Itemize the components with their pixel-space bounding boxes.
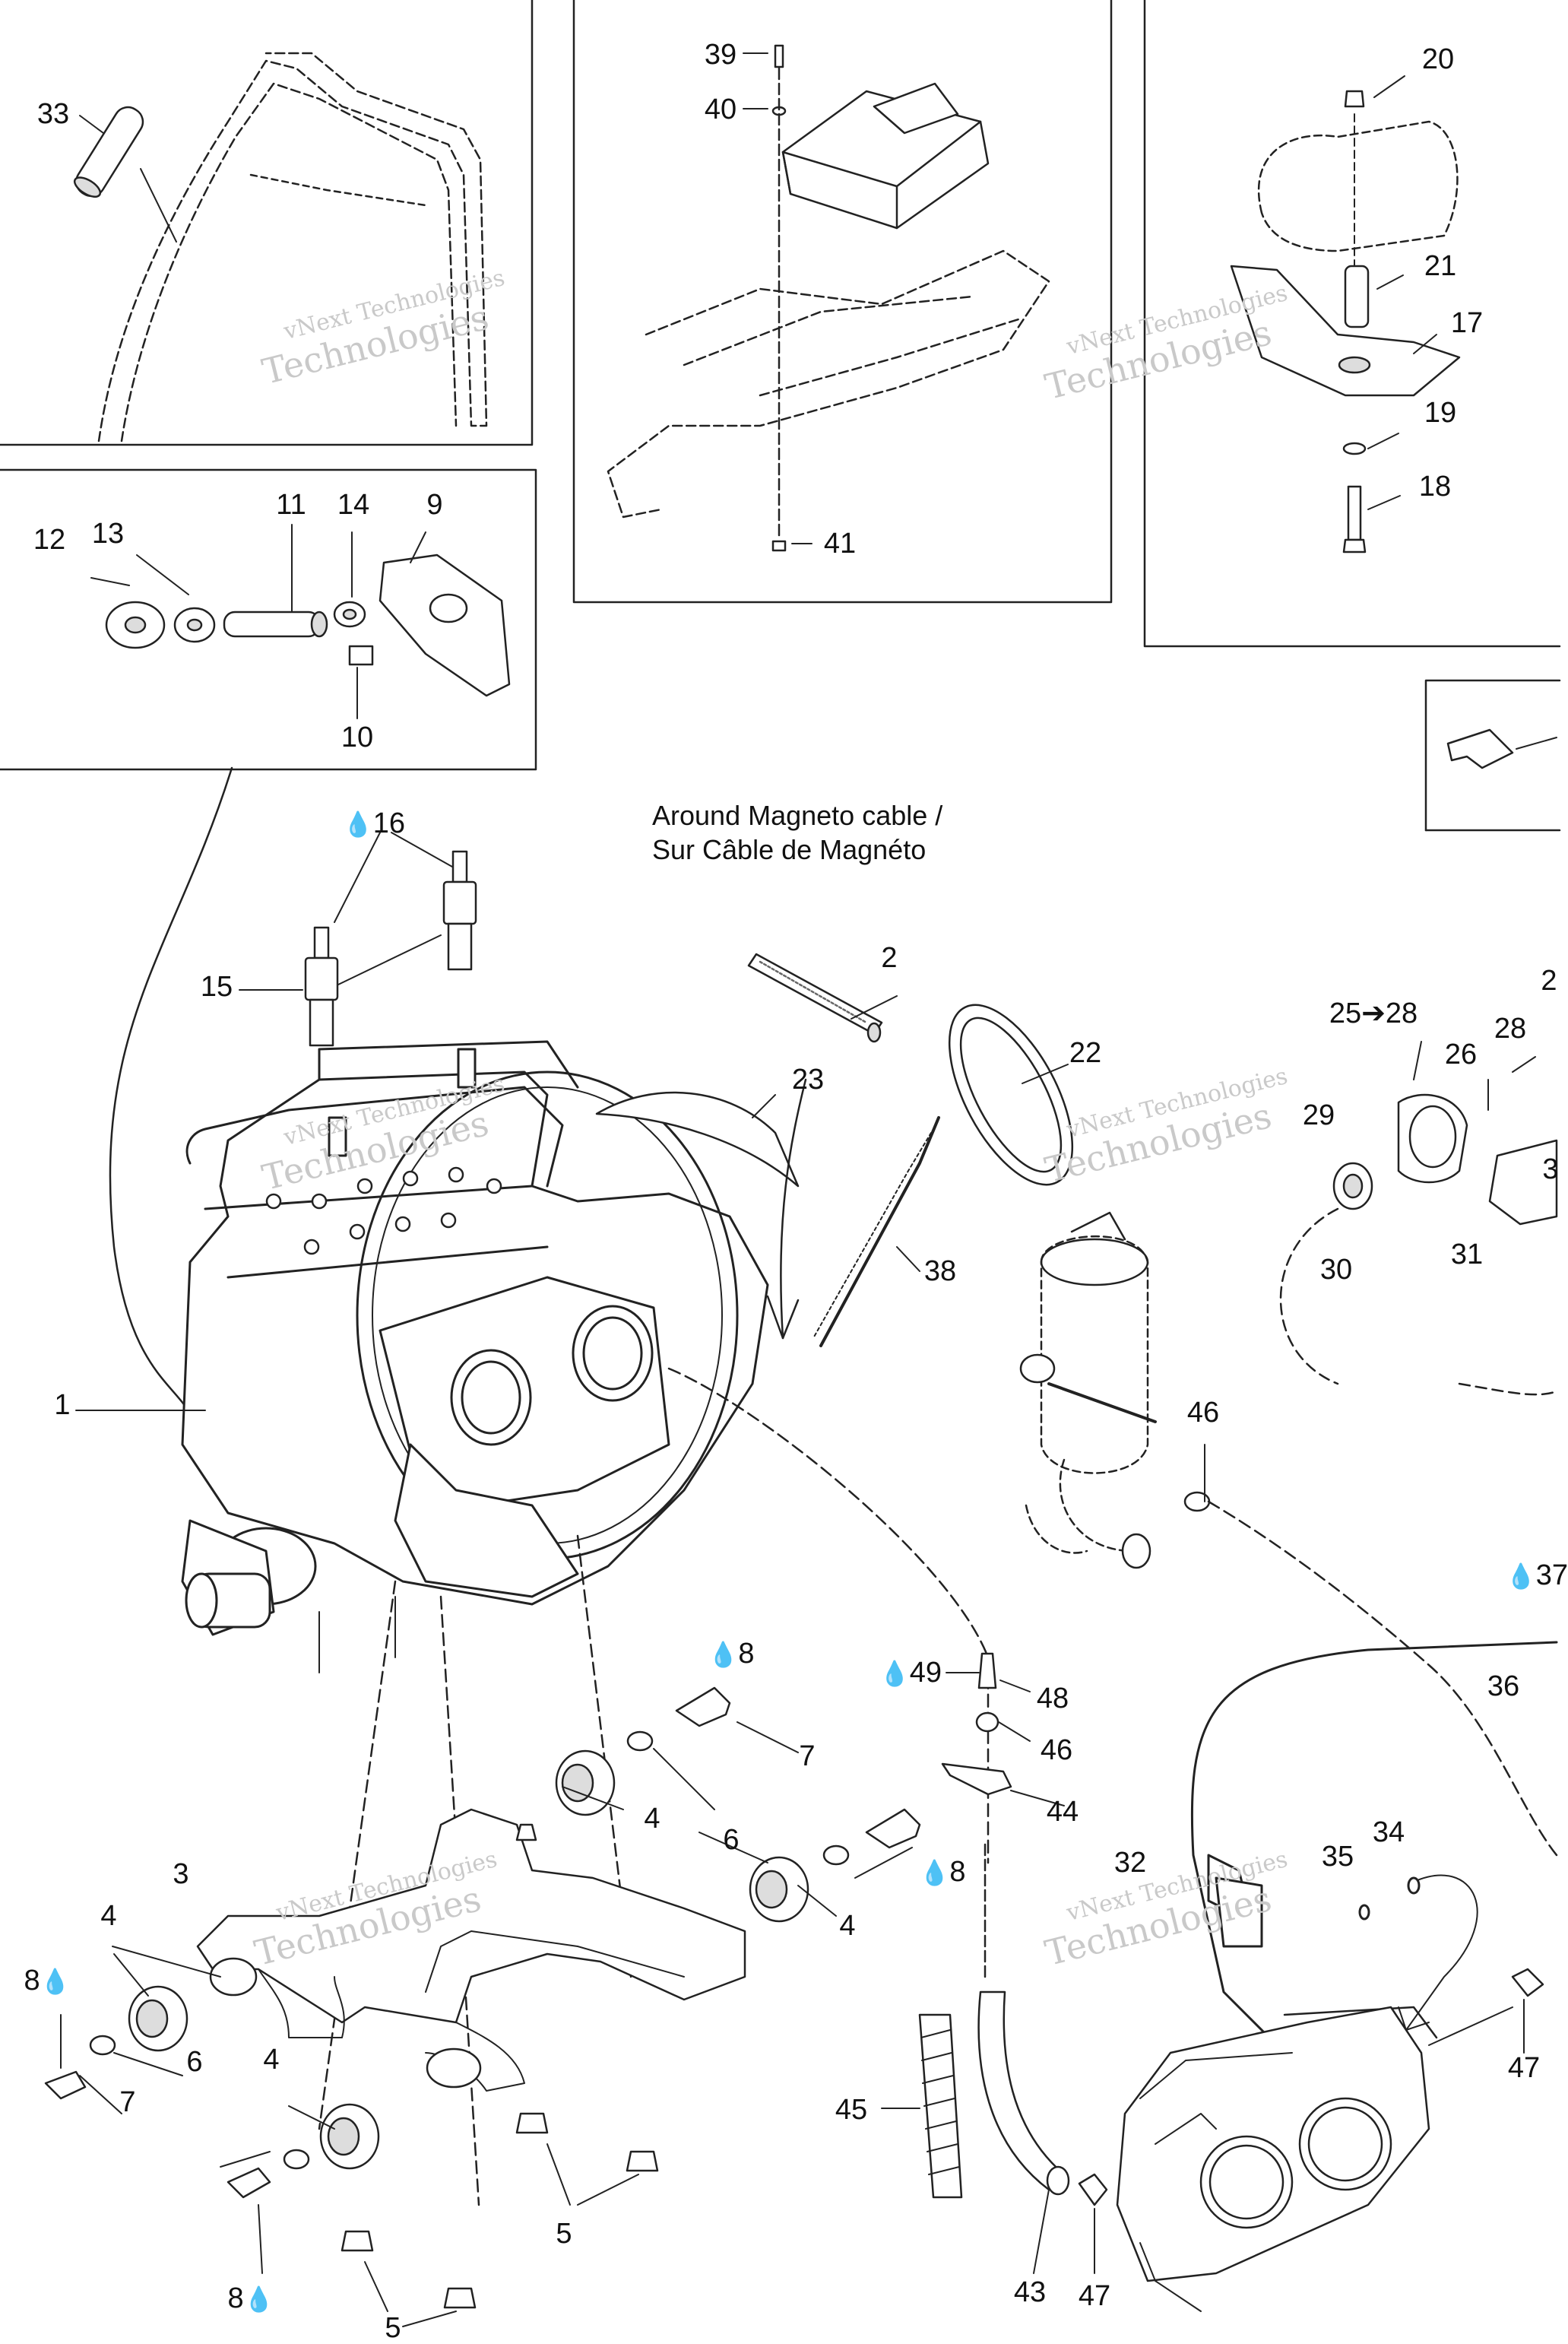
callout-38: 38 xyxy=(923,1255,957,1287)
oil-drop-icon: 💧 xyxy=(708,1640,739,1669)
callout-13: 13 xyxy=(91,518,125,550)
callout-9: 9 xyxy=(426,489,443,521)
callout-18: 18 xyxy=(1418,471,1452,503)
callout-6-left: 6 xyxy=(186,2046,203,2078)
callout-48: 48 xyxy=(1036,1683,1069,1714)
sleeve-33 xyxy=(73,106,144,198)
callout-31: 31 xyxy=(1450,1239,1484,1270)
callout-46-top: 46 xyxy=(1186,1397,1220,1429)
callout-22: 22 xyxy=(1069,1037,1102,1069)
callout-19: 19 xyxy=(1424,397,1457,429)
callout-32: 32 xyxy=(1113,1847,1147,1879)
callout-11: 11 xyxy=(276,489,306,521)
callout-15: 15 xyxy=(200,971,233,1003)
callout-16: 💧16 xyxy=(342,807,406,839)
spark-plugs-drawing xyxy=(239,832,477,1047)
oil-tank-drawing xyxy=(1019,1211,1211,1569)
callout-4-right: 4 xyxy=(839,1910,856,1942)
callout-35: 35 xyxy=(1321,1841,1354,1873)
oil-drop-icon: 💧 xyxy=(40,1967,71,1996)
routing-note-line1: Around Magneto cable / xyxy=(652,800,943,831)
tank-bracket-drawing xyxy=(1230,75,1461,553)
callout-1: 1 xyxy=(54,1389,71,1421)
callout-14: 14 xyxy=(337,489,370,521)
callout-46-mid: 46 xyxy=(1040,1734,1073,1766)
callout-2: 2 xyxy=(881,942,898,974)
callout-2-edge: 2 xyxy=(1541,965,1557,997)
oil-drop-icon: 💧 xyxy=(919,1858,950,1887)
callout-7-top: 7 xyxy=(799,1740,816,1772)
callout-6-top: 6 xyxy=(723,1824,740,1856)
callout-25-28: 25➔28 xyxy=(1329,998,1418,1029)
callout-4-left: 4 xyxy=(100,1900,117,1932)
callout-8-right: 💧8 xyxy=(919,1856,966,1888)
callout-36: 36 xyxy=(1487,1670,1520,1702)
callout-44: 44 xyxy=(1046,1796,1079,1828)
callout-26: 26 xyxy=(1444,1039,1478,1071)
callout-8-bottom: 8💧 xyxy=(227,2282,274,2314)
callout-47-right: 47 xyxy=(1507,2052,1541,2084)
fitting-stack-drawing xyxy=(941,1652,1065,1806)
routing-note: Around Magneto cable / Sur Câble de Magn… xyxy=(652,798,942,867)
routing-note-line2: Sur Câble de Magnéto xyxy=(652,834,927,865)
callout-3: 3 xyxy=(173,1858,189,1890)
callout-39: 39 xyxy=(704,39,737,71)
engine-drawing xyxy=(75,1040,769,1673)
callout-30: 30 xyxy=(1319,1254,1353,1286)
callout-8-left: 8💧 xyxy=(24,1965,71,1997)
carb-hose-drawing xyxy=(1190,1641,1558,2039)
oil-drop-icon: 💧 xyxy=(342,810,373,839)
callout-29: 29 xyxy=(1302,1099,1335,1131)
callout-37: 💧37 xyxy=(1505,1559,1568,1591)
callout-8-top: 💧8 xyxy=(708,1638,755,1670)
callout-28: 28 xyxy=(1494,1013,1527,1045)
hoses-drawing xyxy=(881,1838,1108,2274)
callout-41: 41 xyxy=(823,528,857,560)
engine-mount-drawing xyxy=(44,1686,921,2327)
carburetor-drawing xyxy=(1116,1968,1544,2312)
callout-49: 💧49 xyxy=(879,1657,942,1689)
callout-5-mid: 5 xyxy=(556,2218,572,2250)
callout-5-bottom: 5 xyxy=(385,2312,401,2344)
callout-17: 17 xyxy=(1450,307,1484,339)
callout-45: 45 xyxy=(835,2094,868,2126)
callout-23: 23 xyxy=(791,1064,825,1096)
callout-4-lower: 4 xyxy=(263,2044,280,2076)
callout-12: 12 xyxy=(33,524,66,556)
clip-inset-drawing xyxy=(1446,728,1557,769)
starter-parts-drawing xyxy=(595,953,1074,1347)
callout-43: 43 xyxy=(1013,2276,1047,2308)
oil-drop-icon: 💧 xyxy=(243,2285,274,2314)
inset-frames xyxy=(0,0,1561,832)
callout-3-edge: 3 xyxy=(1542,1153,1559,1185)
callout-20: 20 xyxy=(1421,43,1455,75)
module-bracket-drawing xyxy=(607,44,1050,552)
callout-47-bottom: 47 xyxy=(1078,2280,1111,2312)
callout-40: 40 xyxy=(704,94,737,125)
fitting-drawing xyxy=(1279,1041,1558,1396)
callout-7-left: 7 xyxy=(119,2086,136,2118)
mount-hardware-drawing xyxy=(90,524,511,1416)
oil-drop-icon: 💧 xyxy=(1505,1562,1536,1591)
frame-tube-drawing xyxy=(73,52,488,442)
callout-34: 34 xyxy=(1372,1816,1405,1848)
callout-21: 21 xyxy=(1424,250,1457,282)
oil-drop-icon: 💧 xyxy=(879,1659,910,1688)
callout-4-upper: 4 xyxy=(644,1803,660,1835)
callout-10: 10 xyxy=(341,722,374,753)
callout-33: 33 xyxy=(36,98,70,130)
